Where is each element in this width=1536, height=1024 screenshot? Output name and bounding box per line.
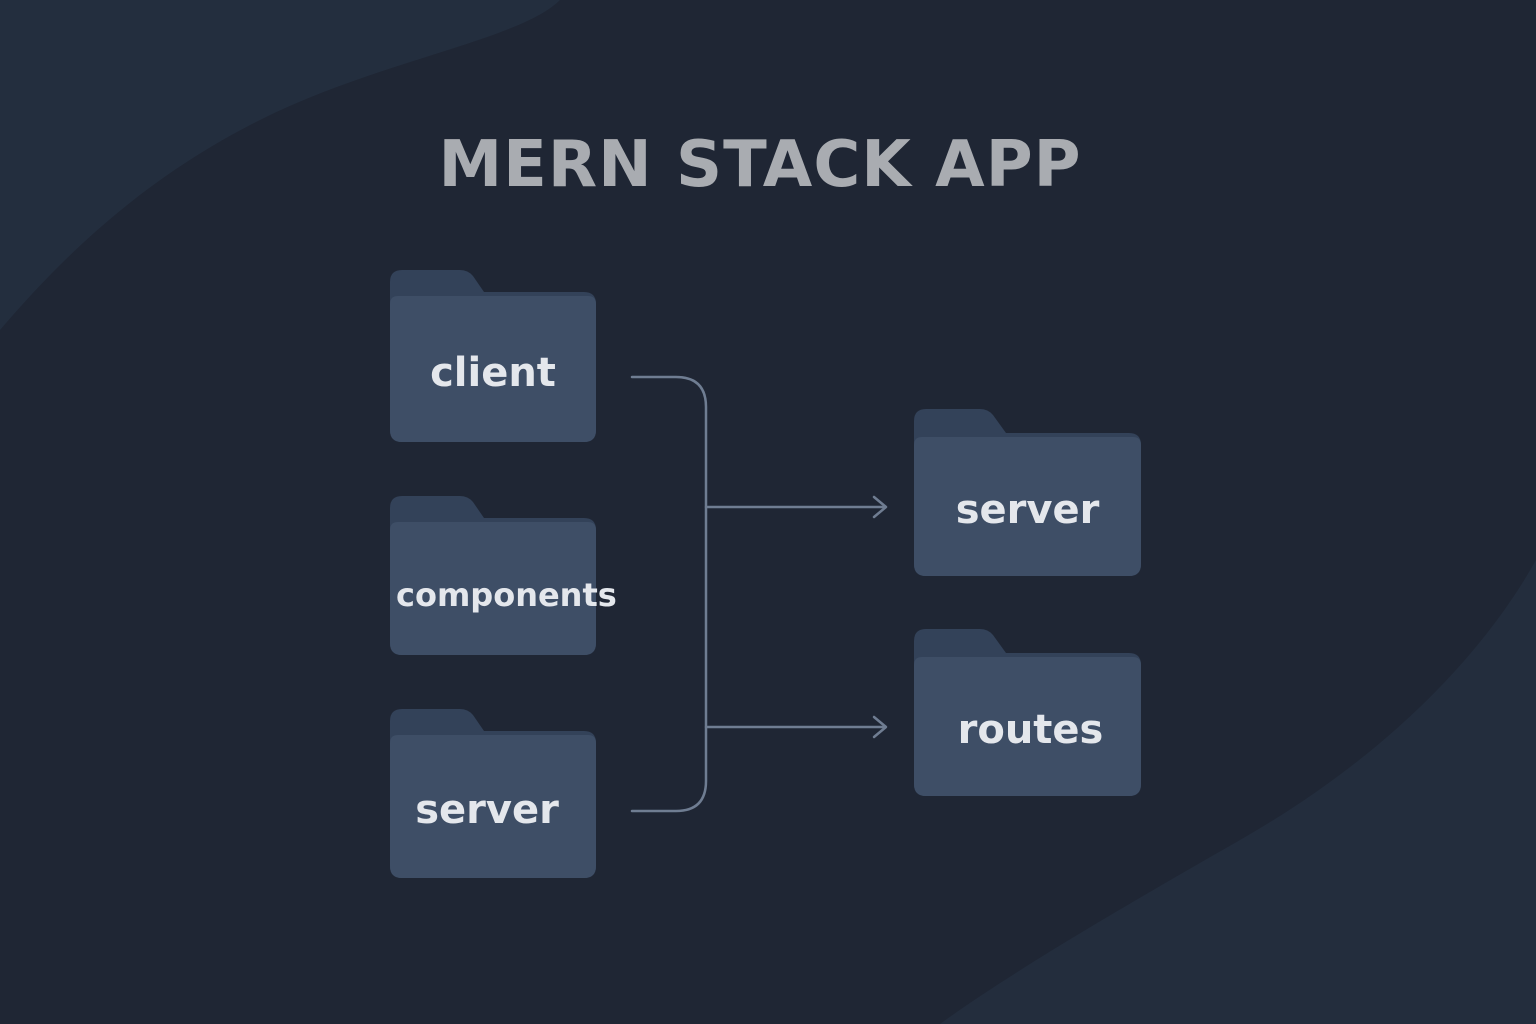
folder-label: routes — [957, 707, 1104, 753]
arrow-right-icon — [872, 715, 888, 739]
diagram-title: MERN STACK APP — [438, 128, 1082, 202]
folder-server-left[interactable]: server — [390, 709, 596, 878]
folder-icon — [914, 409, 1141, 576]
folder-icon — [390, 709, 596, 878]
bracket-line — [630, 375, 708, 813]
folder-label: server — [415, 787, 559, 833]
folder-label: components — [396, 576, 617, 614]
folder-label: server — [955, 487, 1100, 533]
folder-routes[interactable]: routes — [914, 629, 1141, 796]
folder-server-right[interactable]: server — [914, 409, 1141, 576]
arrow-right-icon — [872, 495, 888, 519]
folder-components[interactable]: components — [390, 496, 617, 655]
folder-label: client — [430, 350, 556, 396]
folder-icon — [390, 270, 596, 442]
folder-icon — [914, 629, 1141, 796]
folder-client[interactable]: client — [390, 270, 596, 442]
folder-icon — [390, 496, 596, 655]
